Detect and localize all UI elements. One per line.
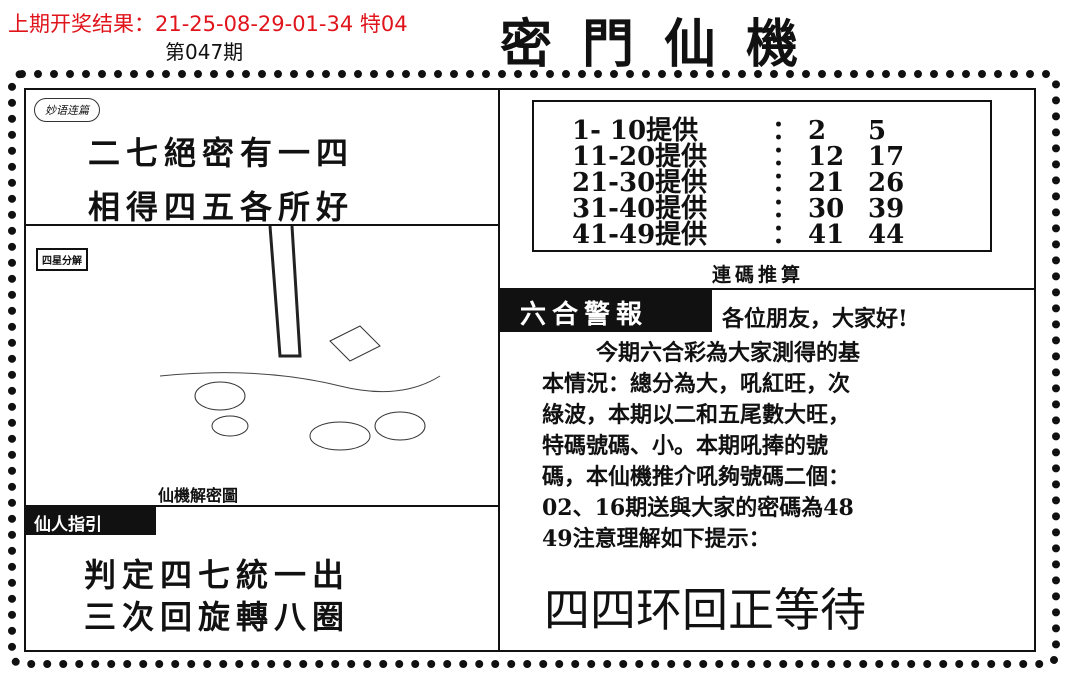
range: 21-30提供 bbox=[572, 168, 708, 198]
picture-badge: 四星分解 bbox=[36, 248, 88, 271]
alert-line: 綠波，本期以二和五尾數大旺， bbox=[542, 402, 851, 428]
sep: ： bbox=[772, 194, 799, 224]
num: 2 bbox=[808, 116, 827, 146]
alert-line: 02、16期送與大家的密碼為48 bbox=[542, 495, 854, 521]
guide-label: 仙人指引 bbox=[26, 507, 156, 535]
range: 31-40提供 bbox=[572, 194, 708, 224]
divider bbox=[24, 224, 498, 226]
range-row: 1- 10提供 ： 2 5 bbox=[572, 118, 904, 144]
num: 44 bbox=[868, 220, 905, 250]
hint-text: 四四环回正等待 bbox=[544, 583, 866, 637]
poem-line: 判定四七統一出 bbox=[84, 556, 351, 594]
section-badge: 妙语连篇 bbox=[34, 98, 100, 122]
alert-line: 碼，本仙機推介吼夠號碼二個： bbox=[542, 464, 851, 490]
poem-line: 相得四五各所好 bbox=[88, 188, 355, 226]
issue-number: 第047期 bbox=[165, 40, 244, 64]
alert-line: 49注意理解如下提示： bbox=[542, 526, 771, 552]
poem-line: 二七絕密有一四 bbox=[88, 134, 355, 172]
num: 39 bbox=[868, 194, 905, 224]
ranges-table: 1- 10提供 ： 2 5 11-20提供 ： 12 17 21-30提供 ： 21 26 31-… bbox=[572, 118, 904, 248]
alert-body: 今期六合彩為大家測得的基 本情況：總分為大，吼紅旺，次 綠波，本期以二和五尾數大… bbox=[542, 338, 1012, 555]
alert-line: 今期六合彩為大家測得的基 bbox=[596, 340, 861, 366]
num: 12 bbox=[808, 142, 845, 172]
alert-line: 各位朋友，大家好! bbox=[722, 306, 908, 332]
divider bbox=[24, 505, 498, 507]
range: 1- 10提供 bbox=[572, 116, 699, 146]
ranges-caption: 連碼推算 bbox=[712, 264, 805, 286]
illustration bbox=[159, 226, 441, 451]
num: 26 bbox=[868, 168, 905, 198]
divider bbox=[498, 288, 1036, 290]
picture-caption: 仙機解密圖 bbox=[158, 486, 239, 505]
range-row: 21-30提供 ： 21 26 bbox=[572, 170, 904, 196]
range-row: 31-40提供 ： 30 39 bbox=[572, 196, 904, 222]
range-row: 41-49提供 ： 41 44 bbox=[572, 222, 904, 248]
num: 21 bbox=[808, 168, 845, 198]
alert-label: 六合警報 bbox=[500, 290, 712, 332]
poem-line: 三次回旋轉八圈 bbox=[84, 598, 351, 636]
divider bbox=[498, 88, 500, 652]
num: 41 bbox=[808, 220, 845, 250]
sep: ： bbox=[772, 142, 799, 172]
page-title: 密門仙機 bbox=[500, 14, 829, 75]
content-box bbox=[24, 88, 1036, 652]
range: 11-20提供 bbox=[572, 142, 708, 172]
alert-line: 本情況：總分為大，吼紅旺，次 bbox=[542, 371, 851, 397]
ranges-box bbox=[532, 100, 992, 252]
alert-line: 特碼號碼、小。本期吼捧的號 bbox=[542, 433, 829, 459]
stamp-border bbox=[8, 70, 1060, 668]
num: 5 bbox=[868, 116, 887, 146]
range: 41-49提供 bbox=[572, 220, 708, 250]
sep: ： bbox=[772, 220, 799, 250]
num: 30 bbox=[808, 194, 845, 224]
last-result: 上期开奖结果：21-25-08-29-01-34 特04 bbox=[8, 12, 408, 36]
sep: ： bbox=[772, 168, 799, 198]
sep: ： bbox=[772, 116, 799, 146]
range-row: 11-20提供 ： 12 17 bbox=[572, 144, 904, 170]
num: 17 bbox=[868, 142, 905, 172]
